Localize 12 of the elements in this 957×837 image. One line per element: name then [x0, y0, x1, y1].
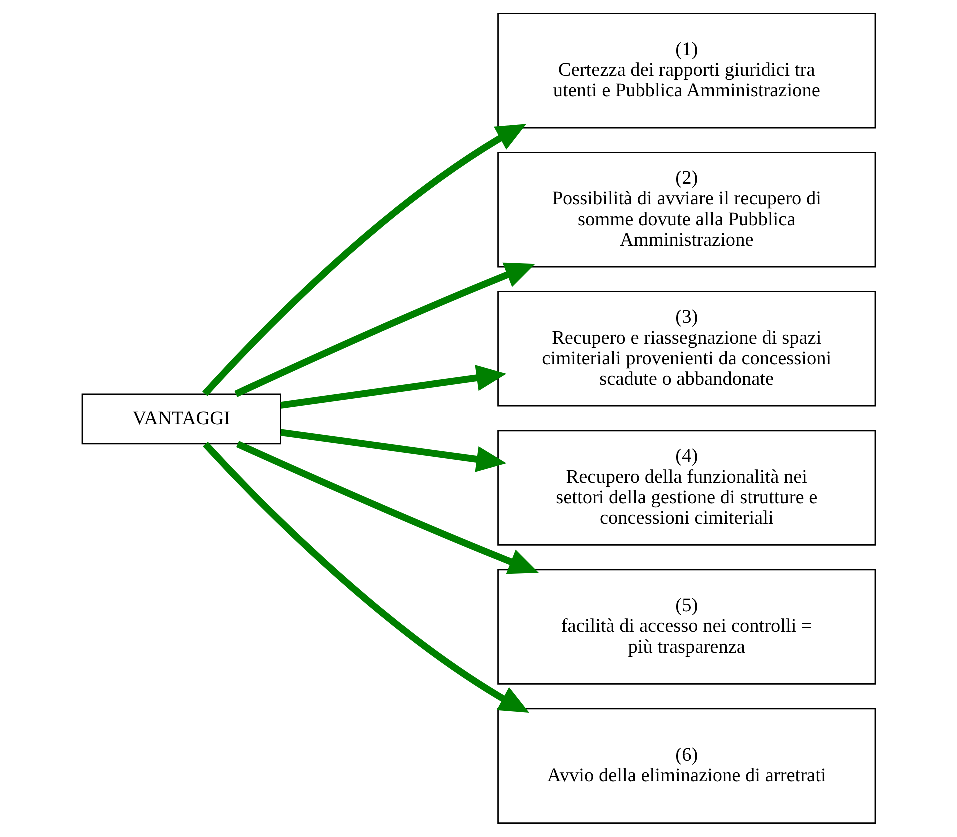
- arrow: [280, 429, 506, 472]
- node-box: (1) Certezza dei rapporti giuridici tra utenti e Pubblica Amministrazione: [497, 13, 876, 129]
- node-box: (4) Recupero della funzionalità nei settori della gestione di strutture e concessioni cimiteriali: [497, 430, 876, 546]
- arrow: [280, 365, 506, 409]
- node-box: VANTAGGI: [81, 394, 281, 445]
- arrow: [236, 441, 538, 574]
- arrow: [202, 124, 526, 396]
- arrow: [202, 442, 530, 713]
- node-box: (2) Possibilità di avviare il recupero di somme dovute alla Pubblica Amministrazione: [497, 152, 876, 268]
- node-box: (3) Recupero e riassegnazione di spazi cimiteriali provenienti da concessioni scadute o abbandonate: [497, 291, 876, 407]
- node-box: (5) facilità di accesso nei controlli = più trasparenza: [497, 569, 876, 685]
- node-box: (6) Avvio della eliminazione di arretrati: [497, 708, 876, 824]
